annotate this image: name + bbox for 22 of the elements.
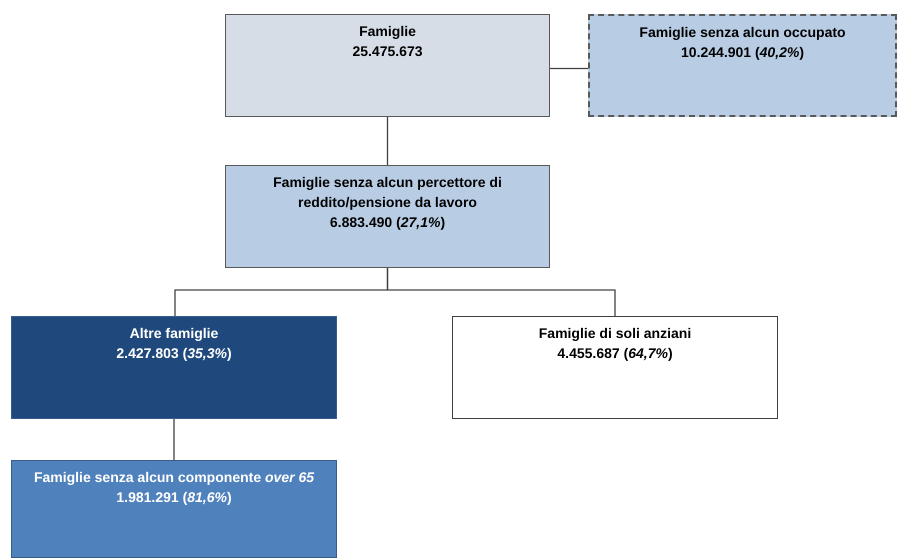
node-value: 4.455.687 (64,7%) (556, 344, 674, 363)
process-box (225, 14, 550, 117)
connector-line (386, 268, 616, 316)
node-title: Famiglie di soli anziani (538, 324, 692, 343)
connector-line (550, 68, 588, 70)
process-box (452, 316, 778, 419)
process-box (588, 14, 897, 117)
node-title: Altre famiglie (128, 324, 220, 343)
node-title: Famiglie senza alcun percettore di reddito/pensione da lavoro (272, 173, 503, 212)
node-title: Famiglie (358, 22, 417, 41)
process-box (11, 316, 337, 419)
connector-line (173, 419, 175, 460)
node-title: Famiglie senza alcun occupato (638, 23, 847, 42)
node-value: 25.475.673 (351, 42, 424, 61)
node-value: 10.244.901 (40,2%) (680, 43, 805, 62)
node-value: 6.883.490 (27,1%) (328, 213, 446, 232)
node-value: 2.427.803 (35,3%) (115, 344, 233, 363)
connector-line (386, 117, 388, 165)
node-title: Famiglie senza alcun componente over 65 (32, 468, 316, 487)
process-box (225, 165, 550, 268)
process-box (11, 460, 337, 558)
node-value: 1.981.291 (81,6%) (115, 488, 233, 507)
